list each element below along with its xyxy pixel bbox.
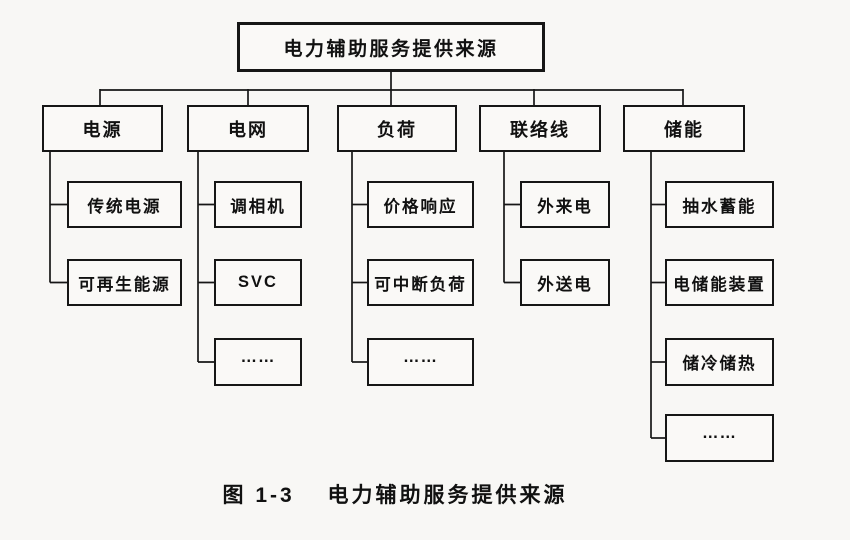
node-storage-more-label: ……	[702, 423, 737, 442]
node-load-more: ……	[367, 338, 474, 386]
node-interruptible-load: 可中断负荷	[367, 259, 474, 306]
node-grid-more: ……	[214, 338, 302, 386]
node-tie-line-label: 联络线	[510, 119, 570, 140]
node-external-power-out: 外送电	[520, 259, 610, 306]
node-grid-more-label: ……	[240, 347, 276, 366]
node-grid: 电网	[187, 105, 309, 152]
node-renewable-energy-label: 可再生能源	[78, 275, 171, 294]
node-external-power-in-label: 外来电	[537, 197, 593, 216]
node-root: 电力辅助服务提供来源	[237, 22, 545, 72]
node-load-more-label: ……	[403, 347, 438, 366]
node-cold-heat-storage-label: 储冷储热	[682, 355, 757, 373]
node-energy-storage: 储能	[623, 105, 745, 152]
node-load: 负荷	[337, 105, 457, 152]
node-tie-line: 联络线	[479, 105, 601, 152]
node-renewable-energy: 可再生能源	[67, 259, 182, 306]
node-root-label: 电力辅助服务提供来源	[283, 38, 499, 60]
node-pumped-storage: 抽水蓄能	[665, 181, 774, 228]
node-electric-storage-device: 电储能装置	[665, 259, 774, 306]
node-load-label: 负荷	[377, 119, 417, 140]
node-interruptible-load-label: 可中断负荷	[374, 275, 467, 294]
node-storage-more: ……	[665, 414, 774, 462]
node-price-response: 价格响应	[367, 181, 474, 228]
node-pumped-storage-label: 抽水蓄能	[682, 197, 757, 216]
node-power-source-label: 电源	[82, 119, 123, 140]
node-traditional-power-label: 传统电源	[87, 197, 162, 216]
figure-number: 图 1-3	[222, 484, 295, 507]
node-power-source: 电源	[42, 105, 163, 152]
figure-title: 电力辅助服务提供来源	[327, 484, 568, 507]
node-svc-label: SVC	[238, 273, 278, 291]
node-synchronous-condenser-label: 调相机	[230, 197, 286, 216]
node-cold-heat-storage: 储冷储热	[665, 338, 774, 386]
node-price-response-label: 价格响应	[383, 197, 458, 216]
node-traditional-power: 传统电源	[67, 181, 182, 228]
figure-caption: 图 1-3 电力辅助服务提供来源	[0, 479, 790, 509]
node-grid-label: 电网	[228, 119, 268, 140]
node-electric-storage-device-label: 电储能装置	[673, 275, 766, 294]
node-external-power-in: 外来电	[520, 181, 610, 228]
node-svc: SVC	[214, 259, 302, 306]
node-energy-storage-label: 储能	[664, 119, 704, 140]
node-synchronous-condenser: 调相机	[214, 181, 302, 228]
node-external-power-out-label: 外送电	[537, 275, 593, 294]
